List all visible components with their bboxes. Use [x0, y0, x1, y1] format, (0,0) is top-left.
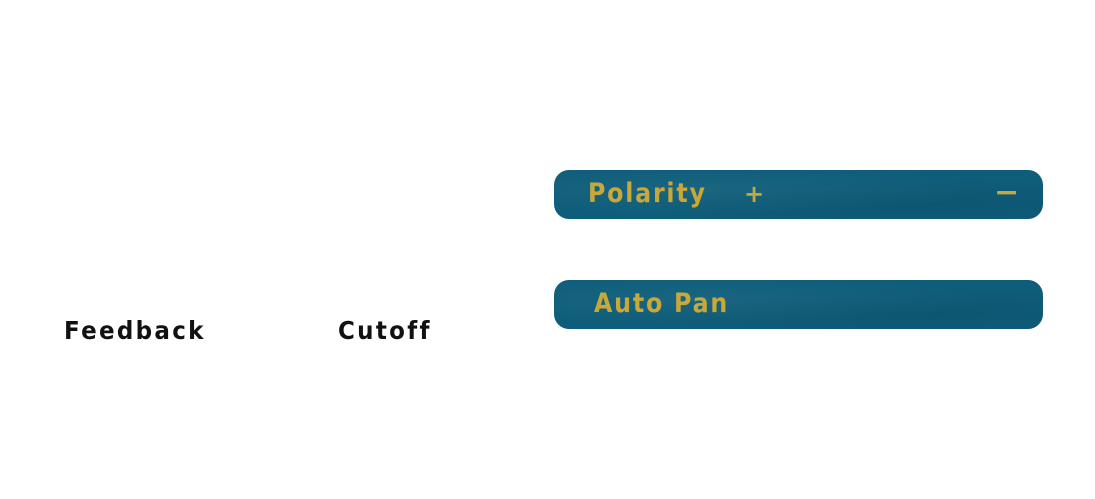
polarity-label: Polarity: [588, 178, 707, 209]
polarity-bar: Polarity + −: [554, 170, 1043, 219]
knob-label-feedback: Feedback: [64, 316, 206, 345]
auto-pan-label: Auto Pan: [594, 288, 730, 319]
knob-label-cutoff: Cutoff: [338, 316, 432, 345]
polarity-minus-button[interactable]: −: [994, 175, 1020, 210]
polarity-plus-button[interactable]: +: [744, 180, 765, 208]
auto-pan-toggle[interactable]: Auto Pan: [554, 280, 1043, 329]
